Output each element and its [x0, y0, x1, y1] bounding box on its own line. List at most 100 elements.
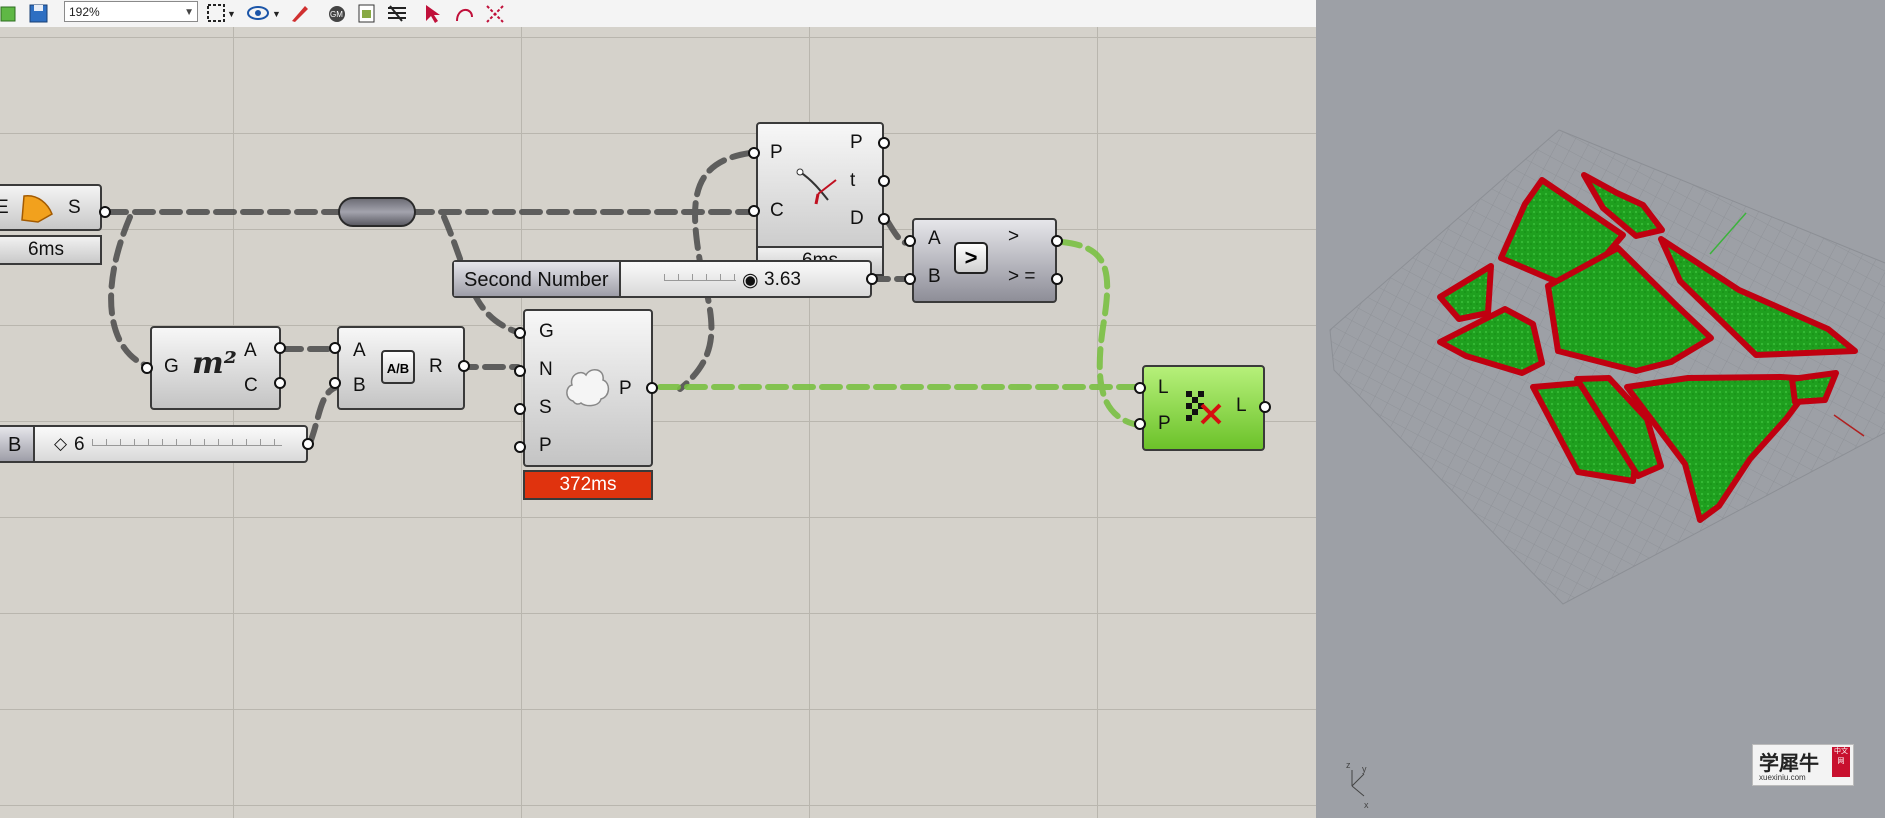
- node-display-icon[interactable]: ▼: [206, 3, 236, 23]
- output-port[interactable]: [866, 273, 878, 285]
- site-patch: [1545, 245, 1714, 374]
- slider-grip-icon[interactable]: ◇: [54, 434, 68, 453]
- axis-label-x: x: [1364, 800, 1369, 810]
- input-port[interactable]: [514, 403, 526, 415]
- output-port[interactable]: [302, 438, 314, 450]
- site-patch: [1658, 236, 1858, 358]
- zoom-dropdown[interactable]: 192% ▼: [64, 1, 198, 22]
- division-icon: A/B: [381, 350, 415, 384]
- input-port[interactable]: [748, 205, 760, 217]
- slider-value: 3.63: [764, 269, 801, 290]
- site-patch: [1789, 370, 1839, 405]
- cluster-icon[interactable]: GM: [326, 3, 348, 23]
- new-file-icon[interactable]: [0, 3, 22, 23]
- hidden-wire-icon[interactable]: [484, 3, 506, 23]
- cull-pattern-component[interactable]: L P L: [1142, 365, 1265, 451]
- output-port[interactable]: [878, 175, 890, 187]
- port-label-r: R: [429, 356, 443, 377]
- slider-value: 6: [74, 434, 85, 455]
- port-label-g: G: [164, 356, 179, 377]
- relay-node[interactable]: [338, 197, 416, 227]
- document-icon[interactable]: [356, 3, 378, 23]
- save-icon[interactable]: [28, 3, 50, 23]
- cursor-select-icon[interactable]: [422, 3, 444, 23]
- ground-grid: [1329, 129, 1885, 605]
- cull-pattern-icon: [1186, 391, 1222, 425]
- rhino-viewport[interactable]: z y x: [1316, 0, 1885, 818]
- output-port[interactable]: [274, 377, 286, 389]
- port-label-c: C: [244, 375, 258, 396]
- port-label-p: P: [539, 435, 552, 456]
- port-label-gt: >: [1008, 226, 1020, 247]
- input-port[interactable]: [514, 441, 526, 453]
- slider-track: [664, 274, 736, 281]
- wire-tool-icon[interactable]: [454, 3, 476, 23]
- output-port[interactable]: [1051, 235, 1063, 247]
- watermark-url: xuexiniu.com: [1759, 773, 1806, 782]
- port-label-n: N: [539, 359, 553, 380]
- sketch-icon[interactable]: [289, 3, 311, 23]
- number-slider-second-number[interactable]: Second Number ◉ 3.63: [452, 260, 872, 298]
- input-port[interactable]: [904, 273, 916, 285]
- input-port[interactable]: [141, 362, 153, 374]
- port-label-d: D: [850, 208, 864, 229]
- port-label-p-out: P: [850, 132, 863, 153]
- port-label-b: B: [928, 266, 941, 287]
- input-port[interactable]: [904, 235, 916, 247]
- wire-layer: [105, 150, 1141, 446]
- input-port[interactable]: [329, 377, 341, 389]
- output-port[interactable]: [274, 342, 286, 354]
- output-port[interactable]: [458, 360, 470, 372]
- port-label-p: P: [770, 142, 783, 163]
- output-port[interactable]: [99, 206, 111, 218]
- preview-eye-icon[interactable]: ▼: [246, 3, 282, 23]
- x-axis-line: [1833, 414, 1865, 437]
- area-component[interactable]: G m² A C: [150, 326, 281, 410]
- closest-point-icon: [796, 168, 837, 205]
- output-port[interactable]: [878, 213, 890, 225]
- larger-than-component[interactable]: A B > > > =: [912, 218, 1057, 303]
- wire: [1059, 239, 1141, 428]
- input-port[interactable]: [1134, 418, 1146, 430]
- division-component[interactable]: A B A/B R: [337, 326, 465, 410]
- port-label-p-out: P: [619, 378, 632, 399]
- port-label-s: S: [68, 197, 81, 218]
- surface-component[interactable]: E S: [0, 184, 102, 231]
- output-port[interactable]: [646, 382, 658, 394]
- output-port[interactable]: [1259, 401, 1271, 413]
- wire: [108, 214, 153, 370]
- slider-grip-icon[interactable]: ◉: [742, 270, 759, 291]
- watermark-logo: 学犀牛 中文网 xuexiniu.com: [1752, 744, 1854, 786]
- input-port[interactable]: [514, 327, 526, 339]
- bake-icon[interactable]: [386, 3, 408, 23]
- output-port[interactable]: [878, 137, 890, 149]
- area-icon: m²: [192, 346, 237, 381]
- output-port[interactable]: [1051, 273, 1063, 285]
- populate-geometry-component[interactable]: G N S P P: [523, 309, 653, 467]
- input-port[interactable]: [1134, 382, 1146, 394]
- site-patch: [1437, 306, 1545, 376]
- port-label-p: P: [1158, 413, 1171, 434]
- site-patch: [1581, 172, 1665, 239]
- port-label-g: G: [539, 321, 554, 342]
- port-label-e: E: [0, 197, 9, 218]
- watermark-text: 学犀牛: [1759, 751, 1819, 775]
- input-port[interactable]: [514, 365, 526, 377]
- port-label-a: A: [244, 340, 257, 361]
- timer-label-warning: 372ms: [523, 470, 653, 500]
- site-patch: [1437, 263, 1494, 322]
- cloud-icon: [566, 368, 610, 407]
- grasshopper-canvas[interactable]: E S 6ms G m² A C A B A/B R G N S P P 372…: [0, 27, 1316, 818]
- slider-label: Second Number: [454, 262, 621, 296]
- port-label-a: A: [353, 340, 366, 361]
- input-port[interactable]: [748, 147, 760, 159]
- number-slider-b[interactable]: B ◇ 6: [0, 425, 308, 463]
- chevron-down-icon: ▼: [184, 7, 194, 18]
- input-port[interactable]: [329, 342, 341, 354]
- port-label-l-out: L: [1236, 395, 1247, 416]
- port-label-l: L: [1158, 377, 1169, 398]
- slider-track: [92, 439, 282, 446]
- wire: [307, 384, 340, 446]
- svg-text:GM: GM: [330, 10, 343, 19]
- y-axis-line: [1709, 212, 1747, 255]
